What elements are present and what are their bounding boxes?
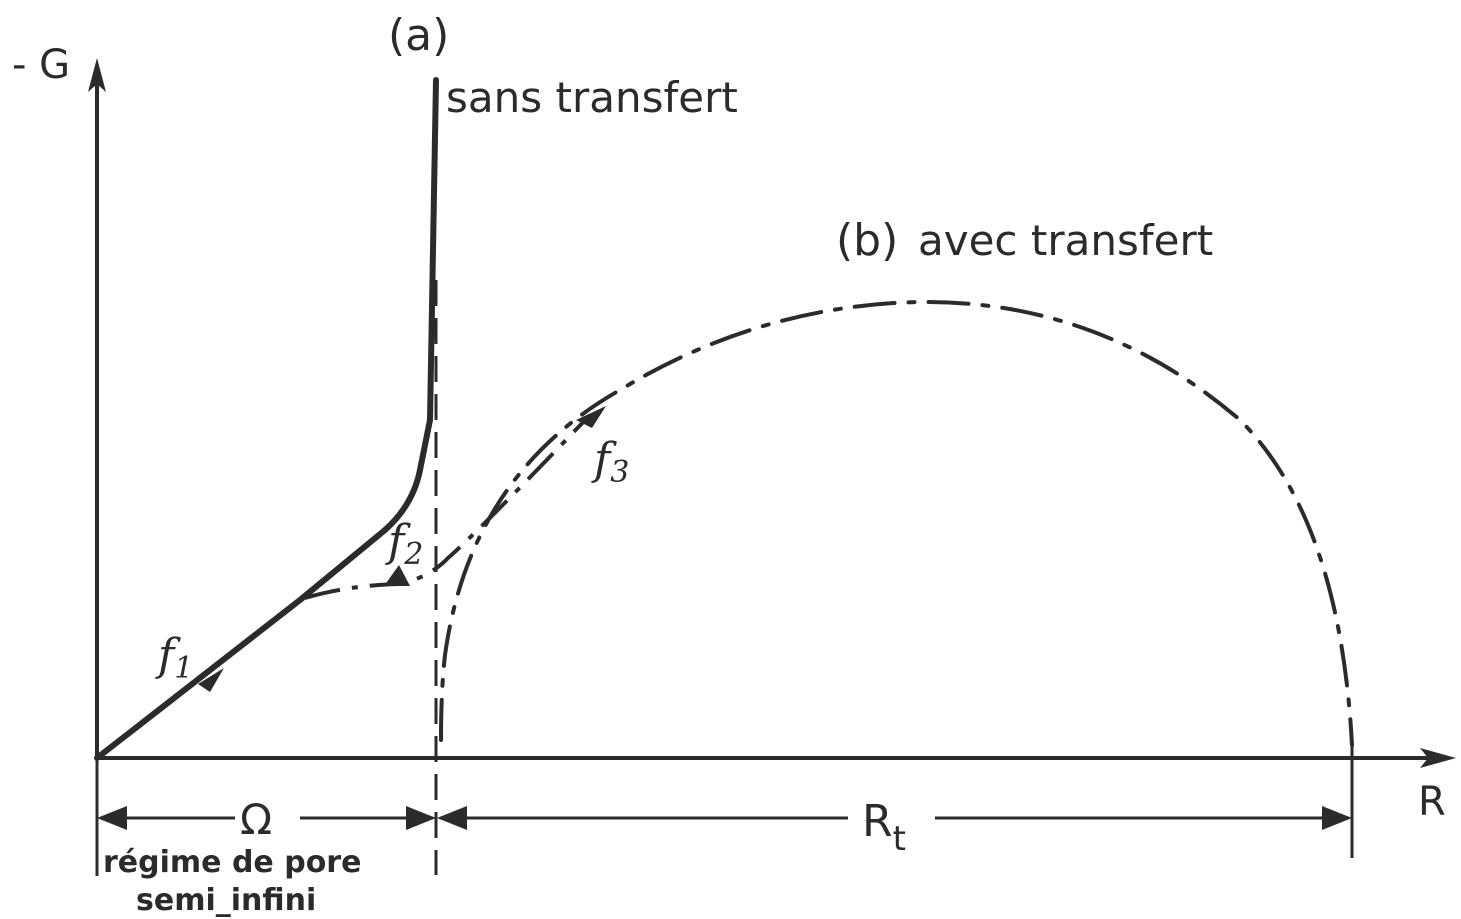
rt-label: Rt xyxy=(862,796,906,859)
x-axis-label: R xyxy=(1418,779,1446,825)
curve-b-label: (b) xyxy=(836,215,898,266)
curve-b-branch xyxy=(304,413,592,600)
f3-marker-icon xyxy=(576,406,606,428)
x-axis-arrow-icon xyxy=(1420,748,1456,768)
f2-marker-icon xyxy=(384,565,410,586)
curve-b-avec-transfert xyxy=(439,299,1354,747)
regime-label-line1: régime de pore xyxy=(103,845,361,880)
regime-label-line2: semi_infini xyxy=(136,883,316,918)
y-axis-label: - G xyxy=(12,42,70,88)
curve-a-sans-transfert xyxy=(94,77,439,761)
curve-b-description: avec transfert xyxy=(918,216,1213,265)
f3-label: f3 xyxy=(591,434,629,490)
y-axis-arrow-icon xyxy=(88,58,106,92)
f2-label: f2 xyxy=(385,516,423,572)
f1-marker-icon xyxy=(198,668,224,692)
curve-a-label: (a) xyxy=(388,10,449,61)
omega-label: Ω xyxy=(240,795,272,844)
curve-a-description: sans transfert xyxy=(446,73,738,122)
f1-label: f1 xyxy=(155,630,193,686)
